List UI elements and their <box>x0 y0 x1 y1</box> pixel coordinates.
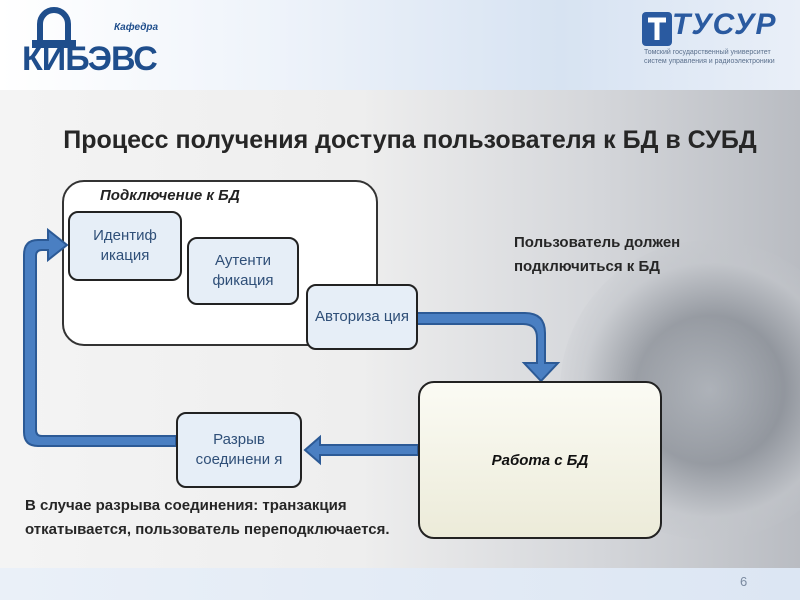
tusur-logo: ТУСУР Томский государственный университе… <box>640 8 800 88</box>
disconnect-label: Разрыв соединени я <box>195 431 283 468</box>
footer-band <box>0 568 800 600</box>
connection-group-label: Подключение к БД <box>100 187 240 204</box>
disconnect-node: Разрыв соединени я <box>176 412 302 488</box>
kafedra-label: Кафедра <box>114 22 159 33</box>
tusur-subtitle: Томский государственный университет сист… <box>644 49 775 65</box>
kibevs-wordmark: КИБЭВС <box>22 40 158 78</box>
kibevs-logo: Кафедра КИБЭВС <box>10 2 170 88</box>
disconnect-note: В случае разрыва соединения: транзакция … <box>25 497 390 538</box>
page-number: 6 <box>740 574 748 589</box>
arrow-work-to-disconnect <box>303 434 419 466</box>
work-with-db-node: Работа с БД <box>418 381 662 539</box>
authorization-label: Авториза ция <box>315 308 409 325</box>
authentication-label: Аутенти фикация <box>212 252 274 289</box>
identification-label: Идентиф икация <box>93 227 157 264</box>
tusur-emblem-icon <box>642 12 672 46</box>
tusur-wordmark: ТУСУР <box>672 8 777 41</box>
authorization-node: Авториза ция <box>306 284 418 350</box>
padlock-icon <box>32 7 76 48</box>
slide-title: Процесс получения доступа пользователя к… <box>63 126 757 154</box>
work-with-db-label: Работа с БД <box>491 451 589 469</box>
authentication-node: Аутенти фикация <box>187 237 299 305</box>
arrow-disconnect-to-identification <box>23 227 177 447</box>
arrow-authorization-to-work <box>416 312 561 383</box>
connect-note: Пользователь должен подключиться к БД <box>514 234 681 275</box>
identification-node: Идентиф икация <box>68 211 182 281</box>
header-band: Кафедра КИБЭВС ТУСУР Томский государстве… <box>0 0 800 90</box>
